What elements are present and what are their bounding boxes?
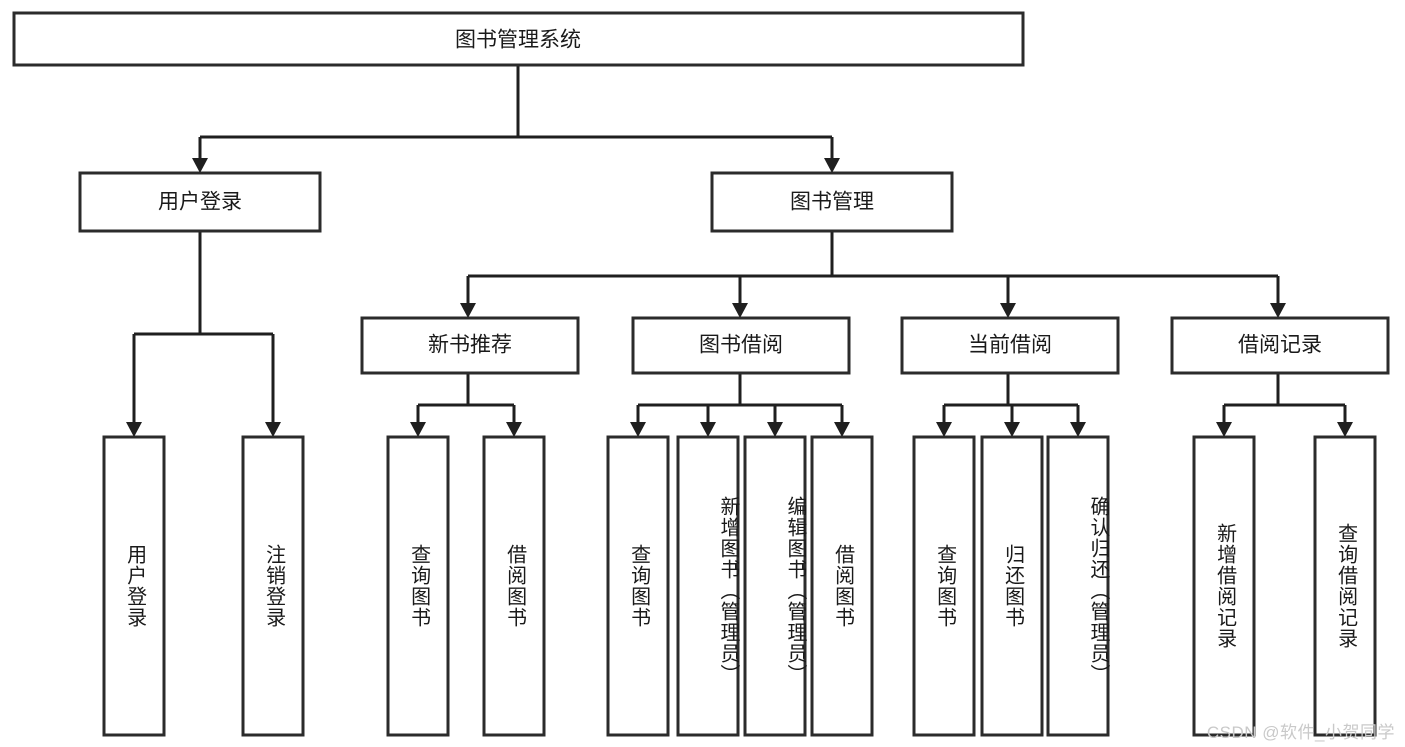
node-book-manage-rect[interactable]	[710, 171, 954, 233]
node-current-borrow-label: 当前借阅	[968, 334, 1052, 357]
arrowhead-leaf-add-record	[1216, 422, 1232, 437]
csdn-watermark: CSDN @软件_小贺同学	[1206, 723, 1395, 742]
leaf-query-book-1-rect[interactable]	[386, 435, 450, 737]
node-current-borrow[interactable]: 当前借阅	[900, 316, 1120, 375]
connector-group-new-book-recommend	[410, 373, 522, 437]
connector-group-book-manage	[460, 231, 1286, 318]
node-book-borrow-rect[interactable]	[631, 316, 851, 375]
node-borrow-record-label: 借阅记录	[1238, 334, 1322, 357]
node-book-manage[interactable]: 图书管理	[710, 171, 954, 233]
arrowhead-leaf-confirm-return	[1070, 422, 1086, 437]
arrowhead-borrow-record	[1270, 303, 1286, 318]
node-root[interactable]: 图书管理系统	[12, 11, 1025, 67]
connector-group-user-login	[126, 231, 281, 437]
node-book-borrow[interactable]: 图书借阅	[631, 316, 851, 375]
leaf-confirm-return-rect[interactable]	[1046, 435, 1110, 737]
connector-group-current-borrow	[936, 373, 1086, 437]
arrowhead-leaf-add-book	[700, 422, 716, 437]
arrowhead-leaf-query-record	[1337, 422, 1353, 437]
leaf-borrow-book-2-rect[interactable]	[810, 435, 874, 737]
leaf-user-logout-rect[interactable]	[241, 435, 305, 737]
arrowhead-current-borrow	[1000, 303, 1016, 318]
node-user-login-rect[interactable]	[78, 171, 322, 233]
node-user-login-label: 用户登录	[158, 191, 242, 214]
arrowhead-leaf-borrow-book-2	[834, 422, 850, 437]
leaf-return-book-rect[interactable]	[980, 435, 1044, 737]
arrowhead-leaf-user-login	[126, 422, 142, 437]
arrowhead-new-book-recommend	[460, 303, 476, 318]
node-new-book-recommend[interactable]: 新书推荐	[360, 316, 580, 375]
node-borrow-record-rect[interactable]	[1170, 316, 1390, 375]
leaf-user-login-rect[interactable]	[102, 435, 166, 737]
arrowhead-user-login	[192, 158, 208, 173]
node-user-login[interactable]: 用户登录	[78, 171, 322, 233]
arrowhead-leaf-query-book-2	[630, 422, 646, 437]
arrowhead-leaf-borrow-book-1	[506, 422, 522, 437]
node-book-borrow-label: 图书借阅	[699, 334, 783, 357]
connector-group-book-borrow	[630, 373, 850, 437]
node-root-rect[interactable]	[12, 11, 1025, 67]
node-new-book-recommend-label: 新书推荐	[428, 334, 512, 357]
arrowhead-leaf-query-book-1	[410, 422, 426, 437]
node-new-book-recommend-rect[interactable]	[360, 316, 580, 375]
connector-group-root	[192, 65, 840, 173]
node-current-borrow-rect[interactable]	[900, 316, 1120, 375]
arrowhead-leaf-return-book	[1004, 422, 1020, 437]
connector-group-borrow-record	[1216, 373, 1353, 437]
arrowhead-leaf-user-logout	[265, 422, 281, 437]
leaf-rects	[102, 435, 1377, 737]
leaf-add-record-rect[interactable]	[1192, 435, 1256, 737]
node-borrow-record[interactable]: 借阅记录	[1170, 316, 1390, 375]
arrowhead-leaf-edit-book	[767, 422, 783, 437]
leaf-query-record-rect[interactable]	[1313, 435, 1377, 737]
leaf-query-book-3-rect[interactable]	[912, 435, 976, 737]
leaf-query-book-2-rect[interactable]	[606, 435, 670, 737]
arrowhead-leaf-query-book-3	[936, 422, 952, 437]
arrowhead-book-borrow	[732, 303, 748, 318]
leaf-add-book-rect[interactable]	[676, 435, 740, 737]
arrowhead-book-manage	[824, 158, 840, 173]
leaf-borrow-book-1-rect[interactable]	[482, 435, 546, 737]
leaf-edit-book-rect[interactable]	[743, 435, 807, 737]
node-root-label: 图书管理系统	[455, 29, 581, 52]
node-book-manage-label: 图书管理	[790, 191, 874, 214]
